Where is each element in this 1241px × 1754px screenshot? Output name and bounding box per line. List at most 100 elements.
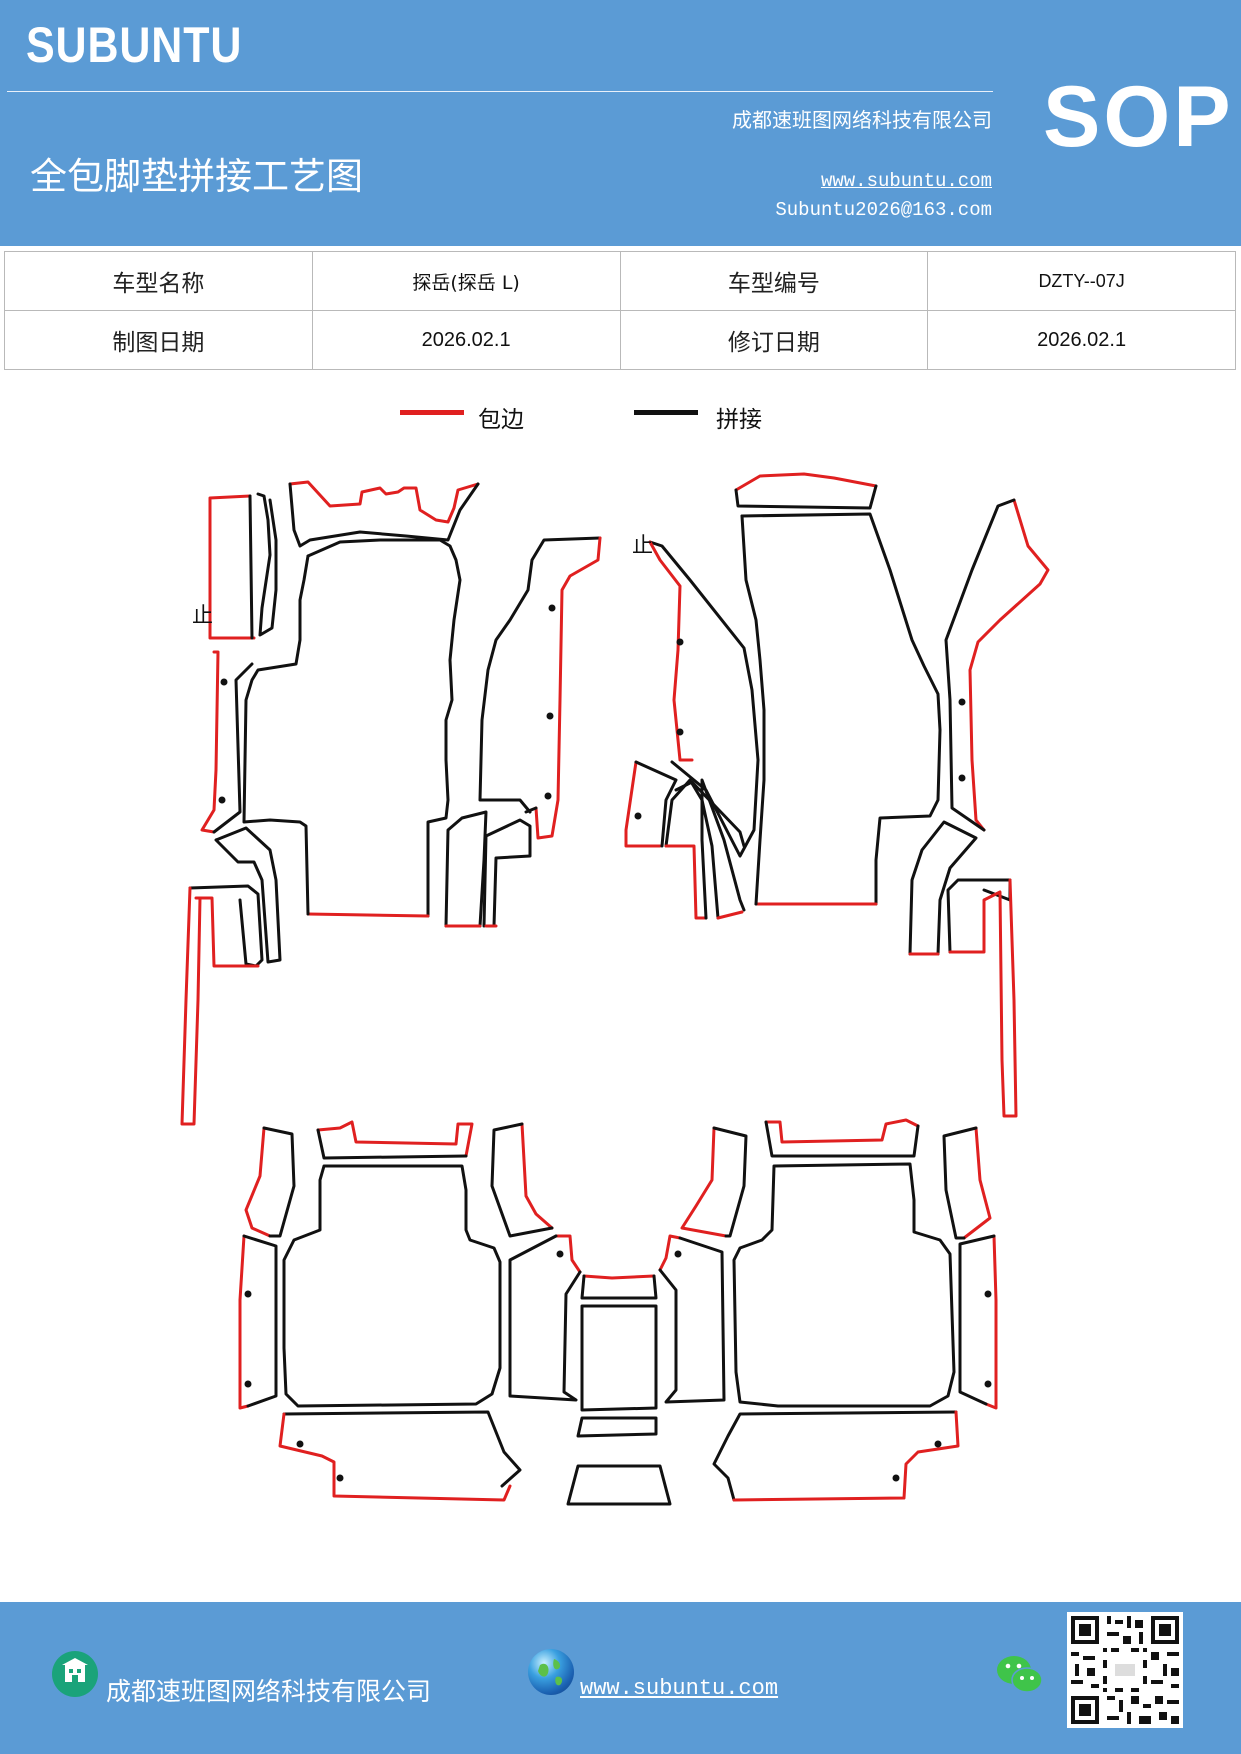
document-title: 全包脚垫拼接工艺图 <box>30 155 363 198</box>
front-right-mat-group <box>624 472 1050 1118</box>
center-mat-group <box>566 1274 672 1506</box>
mat-piece <box>734 484 878 510</box>
mat-piece <box>248 494 254 640</box>
globe-icon <box>528 1649 574 1695</box>
mat-piece <box>648 540 694 762</box>
legend-seam-label: 拼接 <box>716 407 762 433</box>
stop-mark-right: 止 <box>632 533 653 557</box>
rear-right-mat-group <box>658 1118 998 1502</box>
mat-piece <box>634 760 678 848</box>
wechat-icon[interactable] <box>996 1654 1044 1696</box>
footer-company-name: 成都速班图网络科技有限公司 <box>106 1677 432 1706</box>
mat-piece <box>188 884 264 968</box>
mat-piece <box>576 1416 658 1438</box>
mat-piece <box>712 1410 958 1502</box>
mat-piece <box>490 1122 554 1238</box>
mat-piece <box>520 1122 554 1230</box>
rivet-dots <box>634 638 966 820</box>
header-email: Subuntu2026@163.com <box>775 199 992 221</box>
revision-date-label: 修订日期 <box>619 310 929 370</box>
mat-piece <box>262 1126 296 1238</box>
mat-piece <box>734 472 878 492</box>
mat-piece <box>580 1304 658 1412</box>
mat-piece <box>732 1410 960 1502</box>
model-code-value: DZTY--07J <box>927 251 1236 311</box>
mat-piece <box>208 494 256 640</box>
mat-piece <box>214 826 282 964</box>
mat-piece <box>306 912 430 918</box>
mat-piece <box>764 1120 920 1158</box>
mat-piece <box>282 1410 522 1488</box>
rivet-dots <box>218 604 556 804</box>
mat-piece <box>732 1162 956 1408</box>
mat-piece <box>712 1126 748 1238</box>
mat-piece <box>478 536 602 814</box>
building-icon <box>52 1651 98 1697</box>
mat-piece <box>444 810 488 928</box>
header-banner: SUBUNTU 成都速班图网络科技有限公司 全包脚垫拼接工艺图 www.subu… <box>0 0 1241 246</box>
mat-piece <box>282 1164 502 1408</box>
mat-piece <box>244 1126 272 1238</box>
mat-piece <box>200 650 220 834</box>
header-website-link[interactable]: www.subuntu.com <box>820 170 992 192</box>
mat-piece <box>566 1464 672 1506</box>
footer-website-link[interactable]: www.subuntu.com <box>580 1676 779 1701</box>
mat-piece <box>658 1234 682 1272</box>
revision-date-value: 2026.02.1 <box>927 310 1236 370</box>
mat-piece <box>278 1412 512 1502</box>
header-divider <box>7 91 993 92</box>
mat-piece <box>534 536 602 840</box>
mat-piece <box>948 878 1018 1118</box>
model-code-label: 车型编号 <box>619 251 929 311</box>
stop-mark-left: 止 <box>192 603 213 627</box>
mat-piece <box>942 1126 978 1240</box>
mat-piece <box>256 492 278 637</box>
mat-piece <box>238 1234 250 1410</box>
mat-piece <box>316 1128 468 1160</box>
mat-piece <box>580 1274 658 1300</box>
legend-edge-label: 包边 <box>478 407 524 433</box>
footer-banner: 成都速班图网络科技有限公司 www.subuntu.com <box>0 1602 1241 1754</box>
rivet-dots <box>244 1250 564 1482</box>
mat-piece <box>664 844 708 920</box>
mat-piece <box>716 910 744 920</box>
mat-piece <box>212 662 254 834</box>
mat-piece <box>524 806 538 814</box>
mat-piece <box>482 818 532 928</box>
mat-piece <box>968 498 1050 832</box>
mat-piece <box>306 538 462 918</box>
mat-piece <box>242 554 310 916</box>
mat-piece <box>946 878 1012 954</box>
rivet-dots <box>674 1250 992 1482</box>
mat-piece <box>288 480 480 524</box>
model-name-value: 探岳(探岳 L) <box>311 251 621 311</box>
mat-piece <box>944 498 1016 832</box>
mat-piece <box>740 512 942 906</box>
qr-code-icon[interactable] <box>1067 1612 1183 1728</box>
brand-logo-text: SUBUNTU <box>26 17 243 73</box>
mat-piece <box>508 1234 582 1402</box>
mat-piece <box>648 540 760 858</box>
mat-piece <box>288 482 480 548</box>
legend-edge-swatch <box>400 410 464 415</box>
mat-piece <box>316 1120 474 1158</box>
mat-piece <box>242 1234 278 1408</box>
mat-piece <box>984 1234 998 1410</box>
vehicle-info-table: 车型名称 探岳(探岳 L) 车型编号 DZTY--07J 制图日期 2026.0… <box>4 251 1236 370</box>
mat-piece <box>194 896 260 968</box>
header-company-name: 成都速班图网络科技有限公司 <box>732 108 992 132</box>
table-row: 制图日期 2026.02.1 修订日期 2026.02.1 <box>4 310 1236 370</box>
mat-piece <box>664 778 720 920</box>
mat-piece <box>554 1234 582 1274</box>
mat-piece <box>624 760 662 848</box>
draw-date-label: 制图日期 <box>4 310 313 370</box>
table-row: 车型名称 探岳(探岳 L) 车型编号 DZTY--07J <box>4 251 1236 311</box>
legend-seam-swatch <box>634 410 698 415</box>
mat-piece <box>582 1274 656 1280</box>
rear-left-mat-group <box>238 1120 582 1502</box>
mat-piece <box>764 1118 920 1144</box>
mat-piece <box>680 1126 728 1238</box>
model-name-label: 车型名称 <box>4 251 313 311</box>
mat-piece <box>740 514 766 906</box>
